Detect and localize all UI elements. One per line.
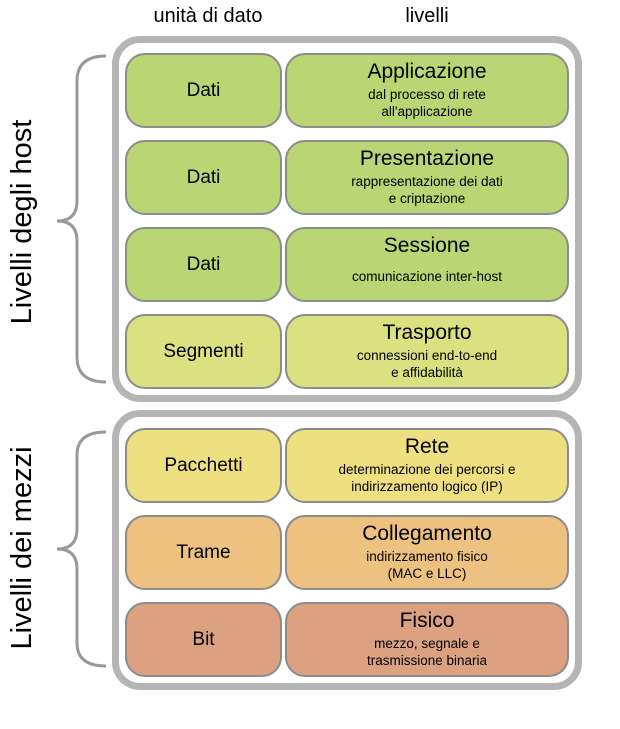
layer-box-application: Applicazione dal processo di rete all'ap… bbox=[285, 53, 569, 128]
layer-box-presentation: Presentazione rappresentazione dei dati … bbox=[285, 140, 569, 215]
desc-line: (MAC e LLC) bbox=[387, 566, 467, 582]
column-header-levels: livelli bbox=[405, 5, 449, 27]
layer-row-physical: Bit Fisico mezzo, segnale e trasmissione… bbox=[125, 602, 569, 677]
media-levels-container: Pacchetti Rete determinazione dei percor… bbox=[112, 410, 582, 690]
layer-title: Collegamento bbox=[362, 522, 492, 546]
host-levels-container: Dati Applicazione dal processo di rete a… bbox=[112, 36, 582, 402]
desc-line: e criptazione bbox=[388, 191, 466, 207]
curly-brace-host bbox=[56, 54, 107, 384]
unit-box-physical: Bit bbox=[125, 602, 282, 677]
layer-row-session: Dati Sessione comunicazione inter-host bbox=[125, 227, 569, 302]
unit-box-session: Dati bbox=[125, 227, 282, 302]
layer-description: connessioni end-to-end e affidabilità bbox=[357, 347, 497, 382]
desc-line: connessioni end-to-end bbox=[356, 347, 498, 363]
unit-box-datalink: Trame bbox=[125, 515, 282, 590]
unit-box-transport: Segmenti bbox=[125, 314, 282, 389]
layer-box-transport: Trasporto connessioni end-to-end e affid… bbox=[285, 314, 569, 389]
side-label-media-levels: Livelli dei mezzi bbox=[6, 446, 38, 650]
desc-line: rappresentazione dei dati bbox=[351, 173, 503, 189]
layer-description: rappresentazione dei dati e criptazione bbox=[351, 173, 503, 208]
layer-box-network: Rete determinazione dei percorsi e indir… bbox=[285, 428, 569, 503]
side-label-host-levels: Livelli degli host bbox=[6, 119, 38, 325]
column-header-data-units: unità di dato bbox=[153, 5, 263, 27]
layer-description: determinazione dei percorsi e indirizzam… bbox=[338, 461, 515, 496]
layer-title: Rete bbox=[404, 435, 450, 459]
layer-title: Sessione bbox=[383, 234, 471, 258]
layer-row-presentation: Dati Presentazione rappresentazione dei … bbox=[125, 140, 569, 215]
desc-line: indirizzamento logico (IP) bbox=[351, 479, 503, 495]
layer-row-network: Pacchetti Rete determinazione dei percor… bbox=[125, 428, 569, 503]
desc-line: comunicazione inter-host bbox=[351, 269, 503, 285]
desc-line: trasmissione binaria bbox=[366, 653, 488, 669]
layer-row-transport: Segmenti Trasporto connessioni end-to-en… bbox=[125, 314, 569, 389]
unit-box-application: Dati bbox=[125, 53, 282, 128]
desc-line: e affidabilità bbox=[391, 365, 463, 381]
layer-row-application: Dati Applicazione dal processo di rete a… bbox=[125, 53, 569, 128]
curly-brace-media bbox=[56, 430, 107, 668]
layer-description: mezzo, segnale e trasmissione binaria bbox=[367, 635, 487, 670]
layer-row-datalink: Trame Collegamento indirizzamento fisico… bbox=[125, 515, 569, 590]
layer-title: Fisico bbox=[399, 609, 455, 633]
layer-title: Applicazione bbox=[367, 60, 487, 84]
desc-line: mezzo, segnale e bbox=[374, 635, 480, 651]
desc-line: determinazione dei percorsi e bbox=[338, 461, 516, 477]
layer-description: comunicazione inter-host bbox=[352, 260, 502, 295]
layer-box-datalink: Collegamento indirizzamento fisico (MAC … bbox=[285, 515, 569, 590]
unit-box-network: Pacchetti bbox=[125, 428, 282, 503]
desc-line: indirizzamento fisico bbox=[366, 548, 488, 564]
layer-description: indirizzamento fisico (MAC e LLC) bbox=[366, 548, 488, 583]
desc-line: dal processo di rete bbox=[368, 86, 486, 102]
layer-title: Trasporto bbox=[382, 321, 472, 345]
desc-line: all'applicazione bbox=[381, 104, 473, 120]
layer-box-physical: Fisico mezzo, segnale e trasmissione bin… bbox=[285, 602, 569, 677]
layer-title: Presentazione bbox=[359, 147, 495, 171]
layer-description: dal processo di rete all'applicazione bbox=[368, 86, 486, 121]
layer-box-session: Sessione comunicazione inter-host bbox=[285, 227, 569, 302]
unit-box-presentation: Dati bbox=[125, 140, 282, 215]
